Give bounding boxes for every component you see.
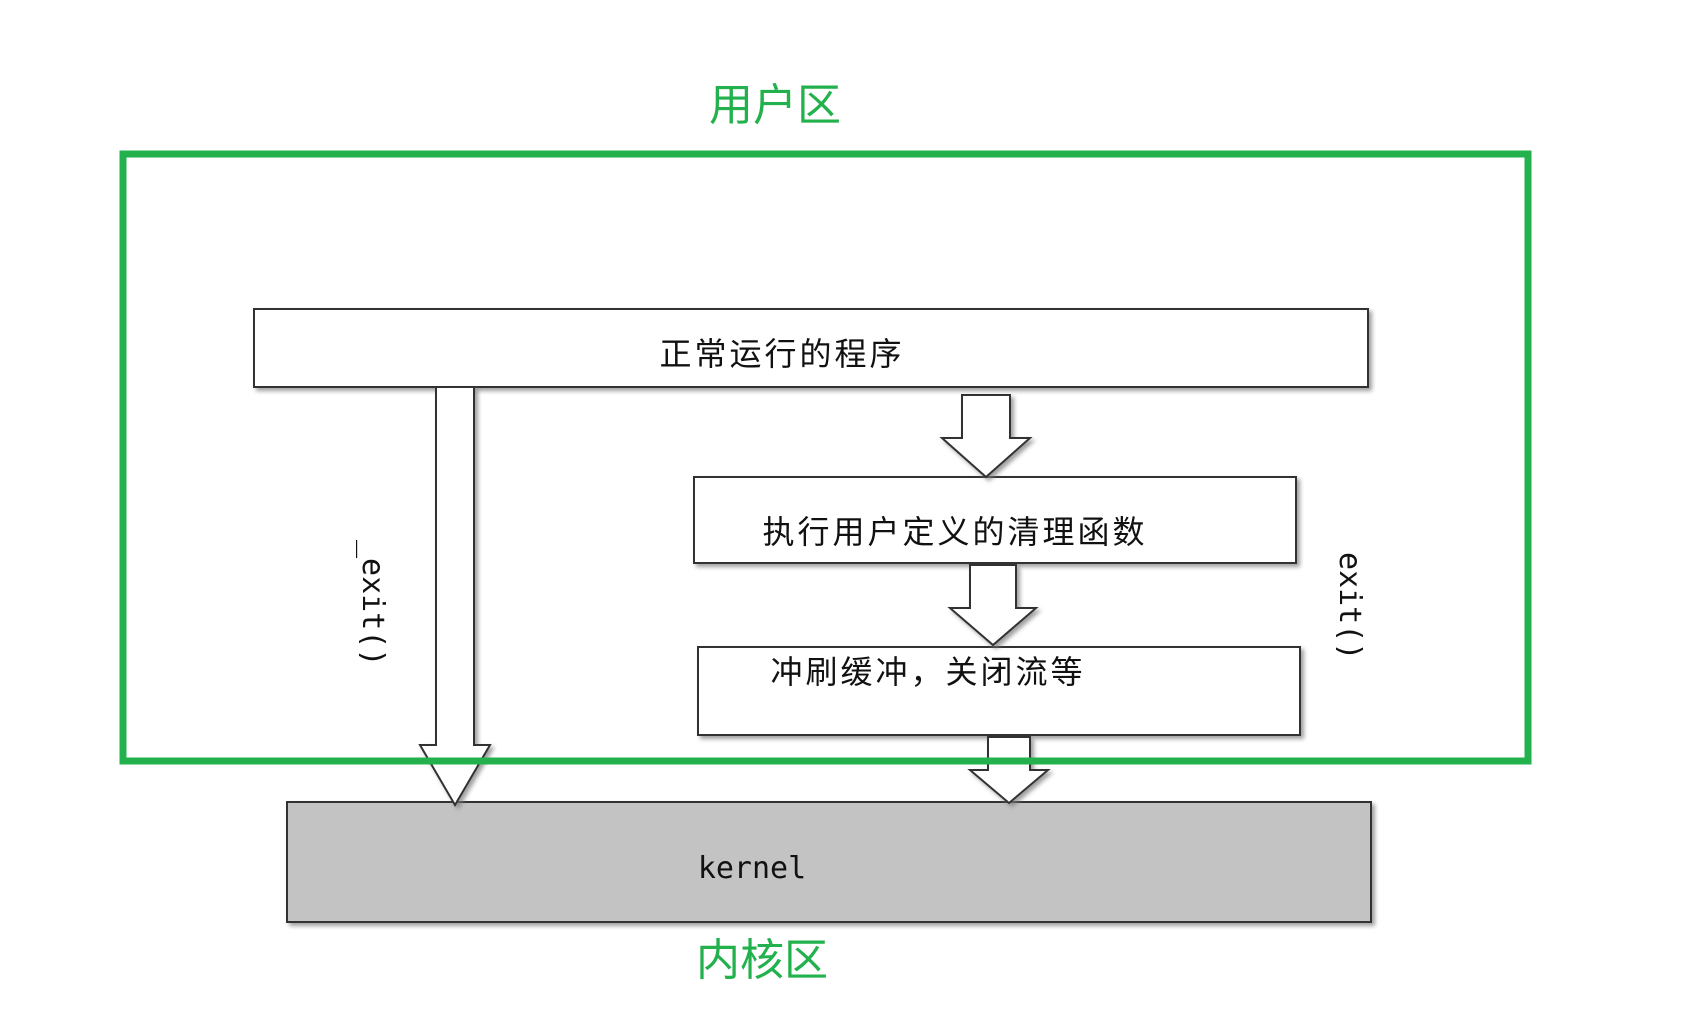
- kernel-label: kernel: [698, 851, 806, 886]
- user-zone-label: 用户区: [709, 80, 841, 131]
- arrow-program-to-cleanup: [939, 394, 1033, 479]
- arrow-flush-to-kernel: [967, 736, 1051, 805]
- user-cleanup-label: 执行用户定义的清理函数: [762, 513, 1147, 551]
- exit-direct-arrow: [418, 386, 492, 807]
- user-zone-frame: [119, 150, 1532, 765]
- kernel-zone-label: 内核区: [696, 935, 828, 986]
- flush-close-label: 冲刷缓冲，关闭流等: [770, 653, 1085, 691]
- arrow-cleanup-to-flush: [947, 564, 1039, 647]
- running-program-box: 正常运行的程序: [253, 308, 1369, 388]
- exit-normal-label: exit(): [1332, 552, 1367, 660]
- kernel-box: kernel: [286, 801, 1372, 923]
- exit-direct-label: _exit(): [355, 540, 390, 666]
- user-cleanup-box: 执行用户定义的清理函数: [693, 476, 1297, 564]
- flush-close-box: 冲刷缓冲，关闭流等: [697, 646, 1301, 736]
- running-program-label: 正常运行的程序: [659, 335, 904, 373]
